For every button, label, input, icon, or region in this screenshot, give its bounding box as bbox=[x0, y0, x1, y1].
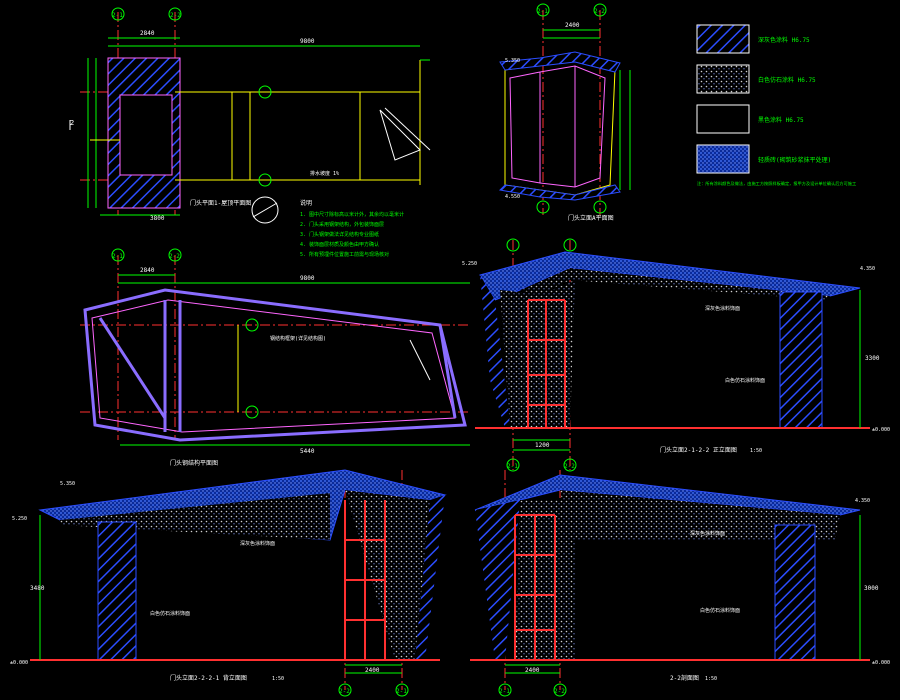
legend: 深灰色涂料 H6.75 白色仿石涂料 H6.75 黑色涂料 H6.75 轻质砖(… bbox=[696, 24, 856, 187]
anno-gray-fe: 深灰色涂料饰面 bbox=[705, 305, 740, 312]
steel-frame-plan: 2-1 2-2 2840 9800 5440 钢结构框架(详见结构图) 门头钢结… bbox=[80, 248, 470, 467]
note-line-3: 3. 门头钢架做法详见结构专业图纸 bbox=[300, 231, 379, 238]
elev-000-sv: ±0.000 bbox=[872, 660, 890, 666]
dim-3000-sv: 3000 bbox=[864, 585, 879, 592]
elev-4550-sp: 4.550 bbox=[505, 194, 520, 200]
section-title: 2-2剖面图 bbox=[670, 674, 699, 682]
general-notes: 说明 1. 图中尺寸除标高以米计外，其余均以毫米计 2. 门头采用钢架结构，外包… bbox=[300, 199, 404, 258]
legend-item-4: 轻质砖(砌筑砂浆抹平处理) bbox=[758, 156, 831, 164]
legend-note: 注：所有涂料颜色及做法，由施工方按照样板确定，报甲方及设计单位确认后方可施工 bbox=[697, 180, 856, 187]
dim-3480-re: 3480 bbox=[30, 585, 45, 592]
svg-text:2: 2 bbox=[70, 119, 74, 127]
elev-000-re: ±0.000 bbox=[10, 660, 28, 666]
anno-gray-sv: 深灰色涂料饰面 bbox=[690, 530, 725, 537]
elev-000-fe: ±0.000 bbox=[872, 427, 890, 433]
small-plan-view: 2-1 2-2 2400 5.350 4.550 门头立面A平面图 bbox=[498, 3, 631, 222]
roof-plan-view: 2 门头平面1-屋顶平面图 bbox=[69, 7, 431, 224]
elev-5250-fe: 5.250 bbox=[462, 261, 477, 267]
note-line-5: 5. 所有预埋件位置施工前需与现场核对 bbox=[300, 251, 389, 258]
grid-label-re2: 2-1 bbox=[396, 688, 407, 695]
note-line-2: 2. 门头采用钢架结构，外包装饰面层 bbox=[300, 221, 384, 228]
elev2-title: 门头立面2-2-2-1 背立面图 bbox=[170, 674, 247, 682]
rear-elevation: 2-2 2-1 2400 3480 5.250 ±0.000 5.350 深灰色… bbox=[10, 469, 447, 697]
elev-4350-sv: 4.350 bbox=[855, 498, 870, 504]
dim-3800-plan: 3800 bbox=[150, 215, 165, 222]
grid-label-sp1: 2-1 bbox=[537, 8, 548, 15]
grid-label-fe2: 2-2 bbox=[564, 463, 575, 470]
anno-gray-re: 深灰色涂料饰面 bbox=[240, 540, 275, 547]
dim-2840-plan: 2840 bbox=[140, 30, 155, 37]
grid-label-fe1: 2-1 bbox=[507, 463, 518, 470]
notes-title: 说明 bbox=[300, 199, 312, 207]
dim-2400-re: 2400 bbox=[365, 667, 380, 674]
grid-label-sf1: 2-1 bbox=[112, 253, 123, 260]
grid-label-sv1: 2-1 bbox=[499, 688, 510, 695]
dim-9800-sf: 9800 bbox=[300, 275, 315, 282]
elev2-scale: 1:50 bbox=[272, 676, 284, 682]
dim-9800-plan: 9800 bbox=[300, 38, 315, 45]
note-line-1: 1. 图中尺寸除标高以米计外，其余均以毫米计 bbox=[300, 211, 404, 218]
anno-slope: 排水坡度 1% bbox=[310, 170, 339, 177]
elev1-scale: 1:50 bbox=[750, 448, 762, 454]
anno-white-fe: 白色仿石涂料饰面 bbox=[725, 377, 765, 384]
legend-item-3: 黑色涂料 H6.75 bbox=[758, 116, 804, 124]
dim-2840-sf: 2840 bbox=[140, 267, 155, 274]
dim-5440-sf: 5440 bbox=[300, 448, 315, 455]
dim-1200-fe: 1200 bbox=[535, 442, 550, 449]
grid-label-a2: 2-2 bbox=[170, 12, 181, 19]
dim-3300-fe: 3300 bbox=[865, 355, 880, 362]
anno-white-re: 白色仿石涂料饰面 bbox=[150, 610, 190, 617]
plan-b-title: 门头立面A平面图 bbox=[568, 214, 614, 222]
grid-label-sf2: 2-2 bbox=[169, 253, 180, 260]
legend-item-2: 白色仿石涂料 H6.75 bbox=[758, 76, 816, 84]
front-elevation: 2-1 2-2 1200 3300 5.250 4.350 ±0.000 深灰色… bbox=[462, 238, 890, 472]
grid-label-re1: 2-2 bbox=[339, 688, 350, 695]
elev1-title: 门头立面2-1-2-2 正立面图 bbox=[660, 446, 737, 454]
grid-label-a1: 2-1 bbox=[112, 12, 123, 19]
section-scale: 1:50 bbox=[705, 676, 717, 682]
anno-white-sv: 白色仿石涂料饰面 bbox=[700, 607, 740, 614]
dim-2400-sp: 2400 bbox=[565, 22, 580, 29]
elev-4350-fe: 4.350 bbox=[860, 266, 875, 272]
grid-label-sp2: 2-2 bbox=[594, 8, 605, 15]
grid-label-sv2: 2-2 bbox=[554, 688, 565, 695]
elev-5250-re: 5.250 bbox=[12, 516, 27, 522]
roof-plan-labels: 2-1 2-2 2840 9800 3800 排水坡度 1% bbox=[112, 12, 339, 222]
anno-steel-sf: 钢结构框架(详见结构图) bbox=[270, 335, 326, 342]
elev-5350-sp: 5.350 bbox=[505, 58, 520, 64]
dim-2400-sv: 2400 bbox=[525, 667, 540, 674]
plan-a-title: 门头平面1-屋顶平面图 bbox=[190, 199, 251, 207]
note-line-4: 4. 装饰面层材质及颜色由甲方确认 bbox=[300, 241, 379, 248]
elev-5350-re: 5.350 bbox=[60, 481, 75, 487]
section-view: 2-1 2-2 2400 3000 4.350 ±0.000 深灰色涂料饰面 白… bbox=[470, 470, 890, 697]
legend-item-1: 深灰色涂料 H6.75 bbox=[758, 36, 810, 44]
plan-c-title: 门头钢结构平面图 bbox=[170, 459, 218, 467]
